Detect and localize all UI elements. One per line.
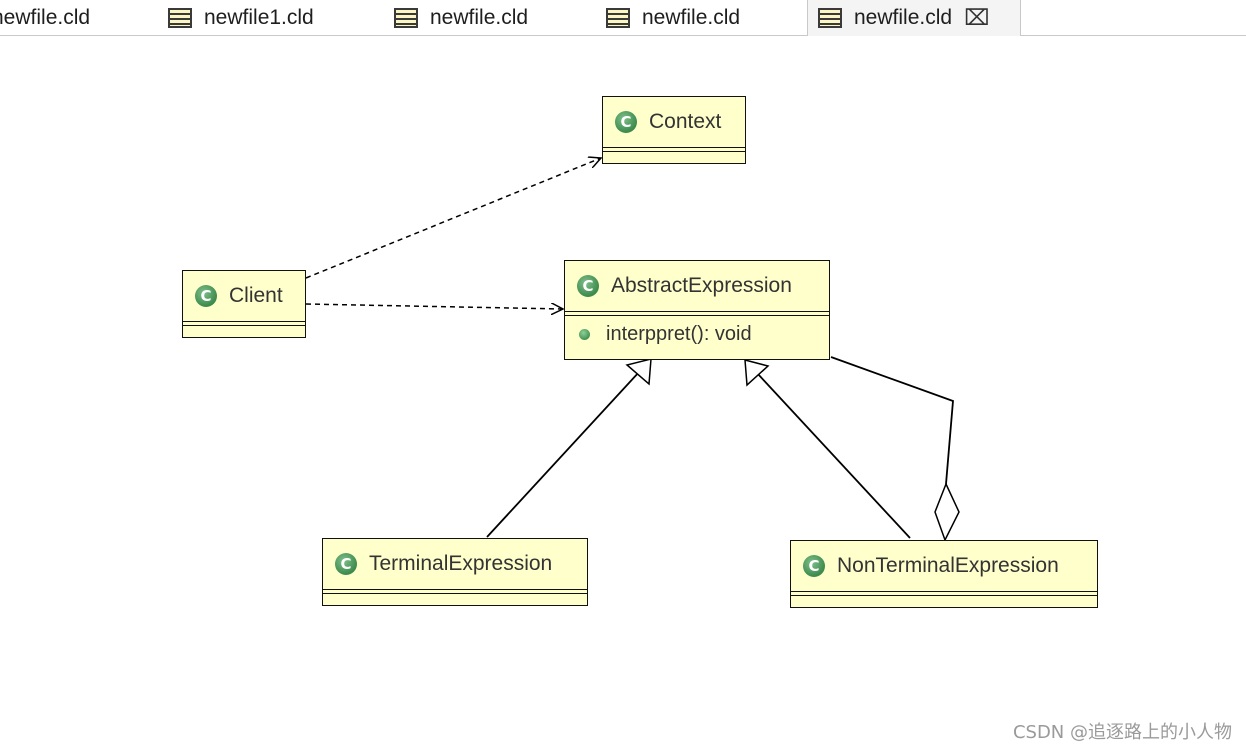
compartment-divider — [183, 321, 305, 326]
class-c-icon: C — [577, 275, 599, 297]
tab-label: newfile.cld — [854, 6, 953, 29]
compartment-divider — [323, 589, 587, 594]
class-context[interactable]: C Context — [602, 96, 746, 164]
class-name: TerminalExpression — [369, 552, 553, 575]
public-method-icon — [579, 328, 590, 340]
class-c-icon: C — [615, 111, 637, 133]
class-terminalexpression[interactable]: C TerminalExpression — [322, 538, 588, 606]
class-abstractexpression[interactable]: C AbstractExpression interppret(): void — [564, 260, 830, 360]
class-diagram-file-icon — [818, 8, 842, 28]
class-client[interactable]: C Client — [182, 270, 306, 338]
class-header: C AbstractExpression — [565, 261, 829, 311]
close-icon[interactable]: ⌧ — [964, 5, 990, 30]
tab-label: newfile.cld — [430, 5, 529, 29]
class-header: C Context — [603, 97, 745, 147]
tab-newfile-2[interactable]: newfile.cld — [394, 0, 528, 35]
operation-signature: interppret(): void — [606, 322, 752, 345]
watermark: CSDN @追逐路上的小人物 — [1012, 722, 1232, 743]
class-name: AbstractExpression — [611, 274, 792, 297]
dependency-client-abstractexpression[interactable] — [305, 304, 563, 309]
class-diagram-file-icon — [606, 7, 630, 28]
class-name: Context — [649, 110, 722, 133]
class-c-icon: C — [195, 285, 217, 307]
class-c-icon: C — [335, 553, 357, 575]
tab-newfile-active[interactable]: newfile.cld ⌧ — [807, 0, 1021, 36]
class-header: C NonTerminalExpression — [791, 541, 1097, 591]
aggregation-nonterminal-abstract[interactable] — [830, 356, 960, 542]
generalization-terminal[interactable] — [486, 358, 652, 538]
class-nonterminalexpression[interactable]: C NonTerminalExpression — [790, 540, 1098, 608]
generalization-nonterminal[interactable] — [744, 359, 911, 539]
class-c-icon: C — [803, 555, 825, 577]
dependency-client-context[interactable] — [305, 158, 601, 279]
tab-label: newfile1.cld — [204, 5, 314, 29]
class-name: NonTerminalExpression — [837, 554, 1059, 577]
class-name: Client — [229, 284, 283, 307]
tab-newfile-3[interactable]: newfile.cld — [606, 0, 740, 35]
class-header: C Client — [183, 271, 305, 321]
operation-row[interactable]: interppret(): void — [565, 316, 829, 352]
tab-newfile-1[interactable]: newfile.cld — [0, 0, 90, 35]
tab-label: newfile.cld — [642, 5, 741, 29]
editor-tab-bar: newfile.cld newfile1.cld newfile.cld new… — [0, 0, 1246, 36]
class-header: C TerminalExpression — [323, 539, 587, 589]
compartment-divider — [603, 147, 745, 152]
tab-newfile1[interactable]: newfile1.cld — [168, 0, 314, 35]
tab-label: newfile.cld — [0, 5, 91, 29]
compartment-divider — [791, 591, 1097, 596]
compartment-divider — [565, 311, 829, 316]
class-diagram-file-icon — [168, 7, 192, 28]
class-diagram-file-icon — [394, 7, 418, 28]
